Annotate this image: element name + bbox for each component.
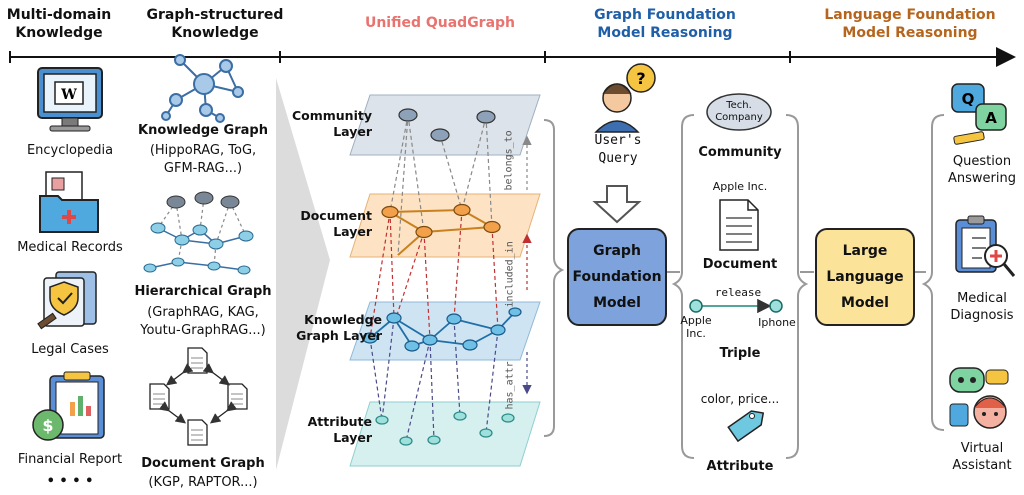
svg-text:W: W — [60, 87, 77, 103]
header-graph-structured: Graph-structured Knowledge — [146, 7, 284, 41]
header-multi-domain: Multi-domain Knowledge — [6, 7, 112, 41]
app-label-medical-diagnosis: Medical Diagnosis — [950, 291, 1014, 323]
brace-quadgraph — [543, 119, 565, 437]
node-type-community: Community — [698, 145, 782, 160]
graph-type-knowledge-graph: Knowledge Graph — [138, 123, 268, 138]
document-node-icon — [719, 199, 759, 251]
kg-layer-graph — [362, 307, 522, 352]
svg-text:$: $ — [42, 416, 53, 435]
financial-report-icon: $ — [32, 371, 105, 441]
header-gfm-reasoning: Graph Foundation Model Reasoning — [594, 7, 736, 41]
triple-icon — [689, 298, 783, 314]
document-layer-graph — [381, 203, 501, 256]
community-bubble — [706, 93, 772, 131]
app-label-question-answering: Question Answering — [948, 154, 1016, 186]
attribute-nodes — [375, 411, 515, 446]
app-label-virtual-assistant: Virtual Assistant — [952, 441, 1012, 473]
triple-tail: Iphone — [758, 316, 796, 329]
virtual-assistant-icon — [949, 367, 1009, 429]
graph-type-hierarchical-graph: Hierarchical Graph — [134, 284, 272, 299]
medical-folder-icon — [39, 171, 99, 233]
graph-type-document-graph: Document Graph — [141, 456, 265, 471]
relation-has-attr: has_attr — [504, 361, 516, 410]
computer-encyclopedia-icon: W — [37, 67, 103, 132]
attribute-tag-icon — [727, 410, 765, 443]
document-graph-icon — [149, 347, 248, 446]
question-answering-icon: Q A — [951, 83, 1007, 145]
node-type-attribute: Attribute — [706, 459, 774, 474]
graph-examples-knowledge-graph: (HippoRAG, ToG, GFM-RAG...) — [149, 143, 257, 176]
domain-label-financial-report: Financial Report — [17, 452, 123, 467]
domain-label-encyclopedia: Encyclopedia — [26, 143, 114, 158]
svg-text:A: A — [985, 109, 997, 127]
domains-ellipsis: • • • • — [46, 474, 94, 489]
triple-relation: release — [714, 286, 762, 299]
layer-label-document: Document Layer — [300, 208, 372, 239]
funnel-arrow — [276, 78, 330, 470]
svg-text:Q: Q — [962, 90, 975, 108]
domain-label-legal-cases: Legal Cases — [31, 342, 109, 357]
relation-belongs-to: belongs_to — [503, 130, 515, 191]
domain-label-medical-records: Medical Records — [17, 240, 123, 255]
graph-examples-document-graph: (KGP, RAPTOR...) — [148, 475, 258, 490]
timeline-arrow — [9, 47, 1016, 67]
knowledge-graph-icon — [161, 54, 244, 123]
graph-examples-hierarchical-graph: (GraphRAG, KAG, Youtu-GraphRAG...) — [140, 305, 266, 338]
header-quadgraph: Unified QuadGraph — [364, 15, 516, 31]
svg-text:?: ? — [636, 69, 645, 88]
users-query-label: User's Query — [594, 133, 642, 166]
query-down-arrow — [592, 185, 642, 224]
user-query-icon: ? — [594, 63, 656, 133]
legal-shield-icon — [37, 271, 97, 330]
brace-gfm-output — [671, 114, 809, 459]
community-example: Tech. Company — [715, 100, 763, 123]
relation-included-in: included_in — [504, 241, 516, 308]
attribute-example: color, price... — [700, 392, 780, 406]
inter-layer-links — [369, 114, 499, 442]
community-nodes — [398, 108, 496, 142]
document-example: Apple Inc. — [712, 180, 768, 193]
brace-applications — [921, 114, 945, 431]
node-type-triple: Triple — [719, 346, 761, 361]
medical-diagnosis-icon — [955, 215, 1016, 277]
layer-label-community: Community Layer — [291, 108, 372, 139]
layer-label-attribute: Attribute Layer — [307, 414, 372, 445]
hierarchical-graph-icon — [143, 191, 254, 275]
triple-head: Apple Inc. — [680, 314, 712, 340]
layer-label-kg: Knowledge Graph Layer — [296, 312, 382, 343]
graph-foundation-model-box: Graph Foundation Model — [567, 228, 667, 326]
node-type-document: Document — [702, 257, 778, 272]
large-language-model-box: Large Language Model — [815, 228, 915, 326]
header-lfm-reasoning: Language Foundation Model Reasoning — [824, 7, 996, 41]
quadgraph-layers — [349, 94, 541, 467]
